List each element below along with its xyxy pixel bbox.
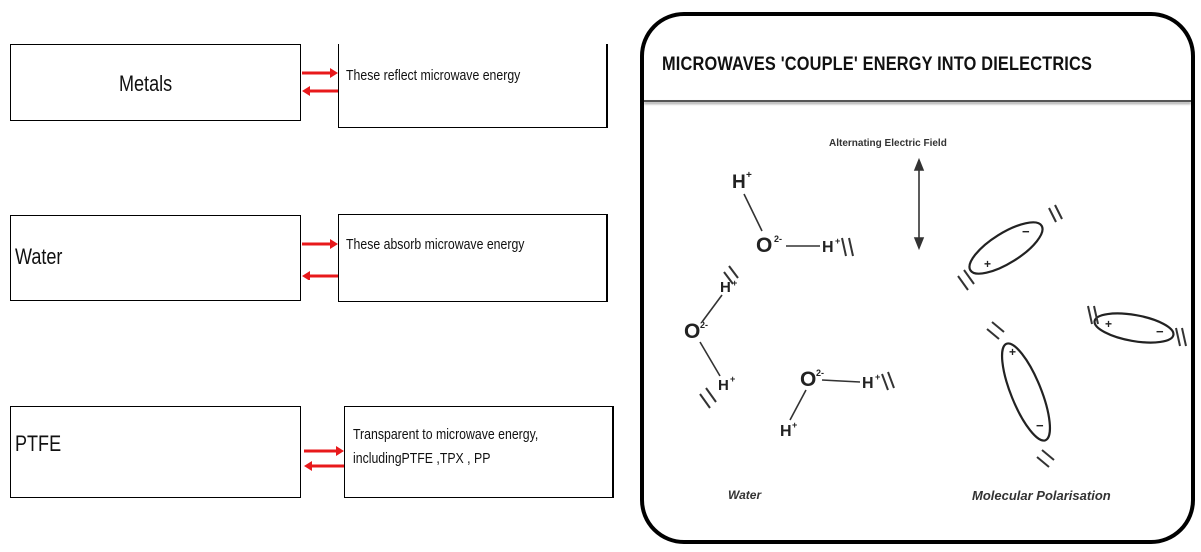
sign-plus: + xyxy=(1009,345,1016,359)
description-box-ptfe: Transparent to microwave energy, includi… xyxy=(344,406,614,498)
panel-title: MICROWAVES 'COUPLE' ENERGY INTO DIELECTR… xyxy=(662,54,1093,75)
arrow-left-head xyxy=(302,86,310,96)
polarised-molecule: + − xyxy=(1087,305,1187,347)
material-label-water: Water xyxy=(15,244,63,269)
material-box-water: Water xyxy=(10,215,301,301)
material-box-metals: Metals xyxy=(10,44,301,121)
polarised-molecule: + − xyxy=(986,321,1055,468)
atom-o: O xyxy=(684,320,700,343)
charge-plus: + xyxy=(835,236,840,246)
sign-minus: − xyxy=(1022,224,1030,239)
double-arrow-ptfe xyxy=(304,446,344,471)
atom-h: H xyxy=(780,423,792,440)
material-box-ptfe: PTFE xyxy=(10,406,301,498)
atom-h: H xyxy=(718,377,729,394)
charge-plus: + xyxy=(792,420,797,430)
sign-plus: + xyxy=(984,257,991,271)
description-line: These reflect microwave energy xyxy=(346,67,521,84)
charge-minus: 2- xyxy=(816,368,824,378)
field-arrow xyxy=(913,157,925,251)
material-label-metals: Metals xyxy=(119,71,173,96)
description-box-water: These absorb microwave energy xyxy=(338,214,608,302)
double-arrow-water xyxy=(302,239,338,280)
atom-h: H xyxy=(720,279,731,296)
charge-marks xyxy=(699,237,895,409)
arrow-left-head xyxy=(302,271,310,280)
description-line: Transparent to microwave energy, xyxy=(353,426,539,443)
molecule-diagram: Alternating Electric Field H + O 2- H + … xyxy=(684,138,1187,468)
arrow-left-head xyxy=(304,461,312,471)
charge-minus: 2- xyxy=(700,320,708,330)
charge-plus: + xyxy=(730,374,735,384)
atom-o: O xyxy=(756,234,772,257)
double-arrow-metals xyxy=(302,68,338,96)
charge-plus: + xyxy=(746,170,752,181)
bonds xyxy=(699,193,861,421)
sign-plus: + xyxy=(1105,317,1112,331)
charge-plus: + xyxy=(732,278,737,288)
polarisation-caption: Molecular Polarisation xyxy=(972,488,1111,503)
charge-minus: 2- xyxy=(774,234,782,244)
atom-h: H xyxy=(732,172,746,193)
arrow-right-head xyxy=(330,239,338,249)
water-caption: Water xyxy=(728,488,762,502)
description-box-metals: These reflect microwave energy xyxy=(338,44,608,128)
arrow-right-head xyxy=(336,446,344,456)
charge-plus: + xyxy=(875,372,880,382)
arrow-right-head xyxy=(330,68,338,78)
atom-h: H xyxy=(862,375,874,392)
field-label: Alternating Electric Field xyxy=(829,138,947,149)
atom-h: H xyxy=(822,239,834,256)
atom-o: O xyxy=(800,368,816,391)
sign-minus: − xyxy=(1036,418,1044,433)
panel-divider xyxy=(644,100,1191,102)
polarised-molecule: + − xyxy=(957,204,1063,291)
description-line: These absorb microwave energy xyxy=(346,236,525,253)
sign-minus: − xyxy=(1156,324,1164,339)
material-label-ptfe: PTFE xyxy=(15,431,62,456)
description-line: includingPTFE ,TPX , PP xyxy=(353,450,491,467)
dielectric-panel: MICROWAVES 'COUPLE' ENERGY INTO DIELECTR… xyxy=(640,12,1195,544)
